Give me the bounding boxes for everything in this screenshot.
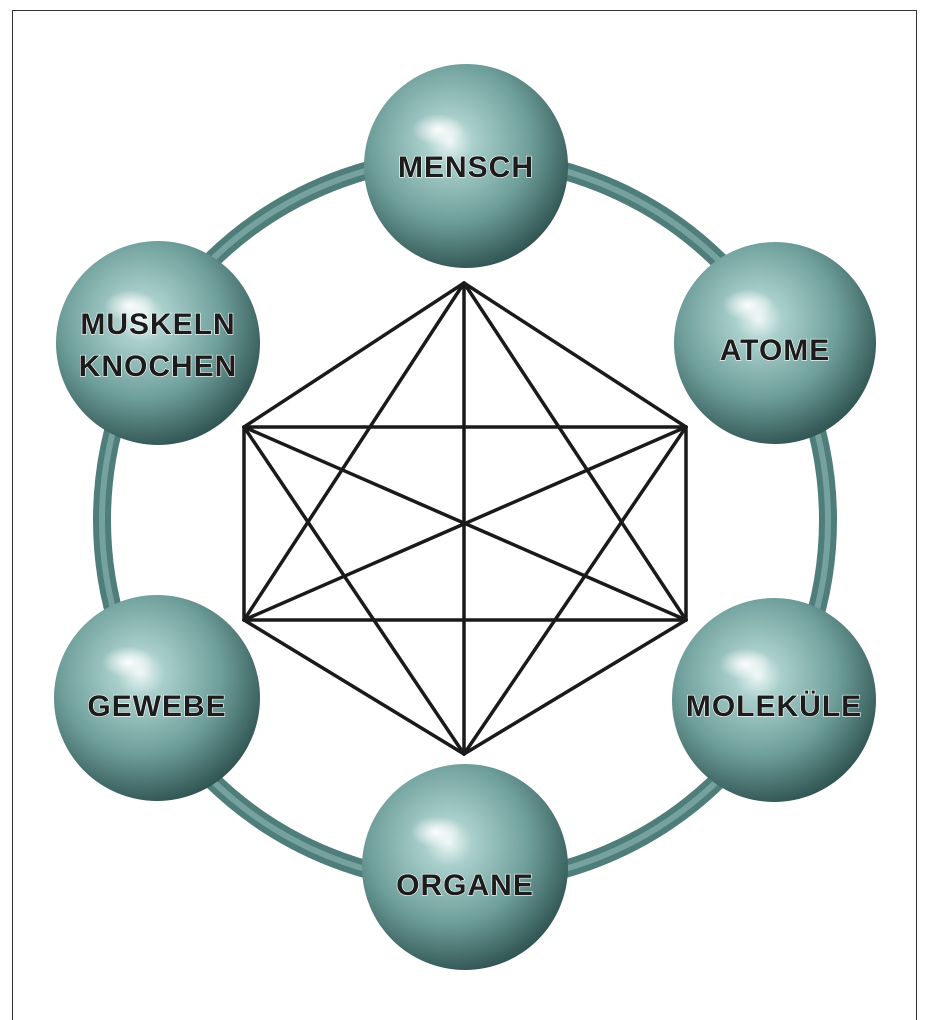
sphere-highlight xyxy=(719,648,771,680)
edge-bottom-lower-left xyxy=(244,620,464,754)
node-label-line-2: KNOCHEN xyxy=(79,350,238,383)
sphere xyxy=(56,241,260,445)
node-label: MOLEKÜLE xyxy=(686,690,862,723)
node-mensch: MENSCH xyxy=(364,64,568,268)
sphere-highlight xyxy=(102,646,154,678)
node-label-line-1: MUSKELN xyxy=(80,308,235,341)
node-label: ATOME xyxy=(720,334,831,367)
sphere-highlight xyxy=(410,816,462,848)
edge-top-lower-right xyxy=(464,283,686,620)
edge-lower-right-bottom xyxy=(464,620,686,754)
node-muskeln-knochen: MUSKELN KNOCHEN xyxy=(56,241,260,445)
node-organe: ORGANE xyxy=(362,764,568,970)
connection-lines xyxy=(244,283,686,754)
node-gewebe: GEWEBE xyxy=(54,595,260,801)
node-label: GEWEBE xyxy=(87,690,226,723)
node-atome: ATOME xyxy=(674,242,876,444)
edge-top-upper-right xyxy=(464,283,686,427)
edge-top-lower-left xyxy=(244,283,464,620)
node-label: ORGANE xyxy=(396,869,534,902)
sphere-highlight xyxy=(722,289,774,321)
node-label: MENSCH xyxy=(398,151,534,184)
sphere-highlight xyxy=(412,114,464,146)
node-molekuele: MOLEKÜLE xyxy=(672,598,876,802)
sphere xyxy=(362,764,568,970)
edge-upper-left-top xyxy=(244,283,464,427)
